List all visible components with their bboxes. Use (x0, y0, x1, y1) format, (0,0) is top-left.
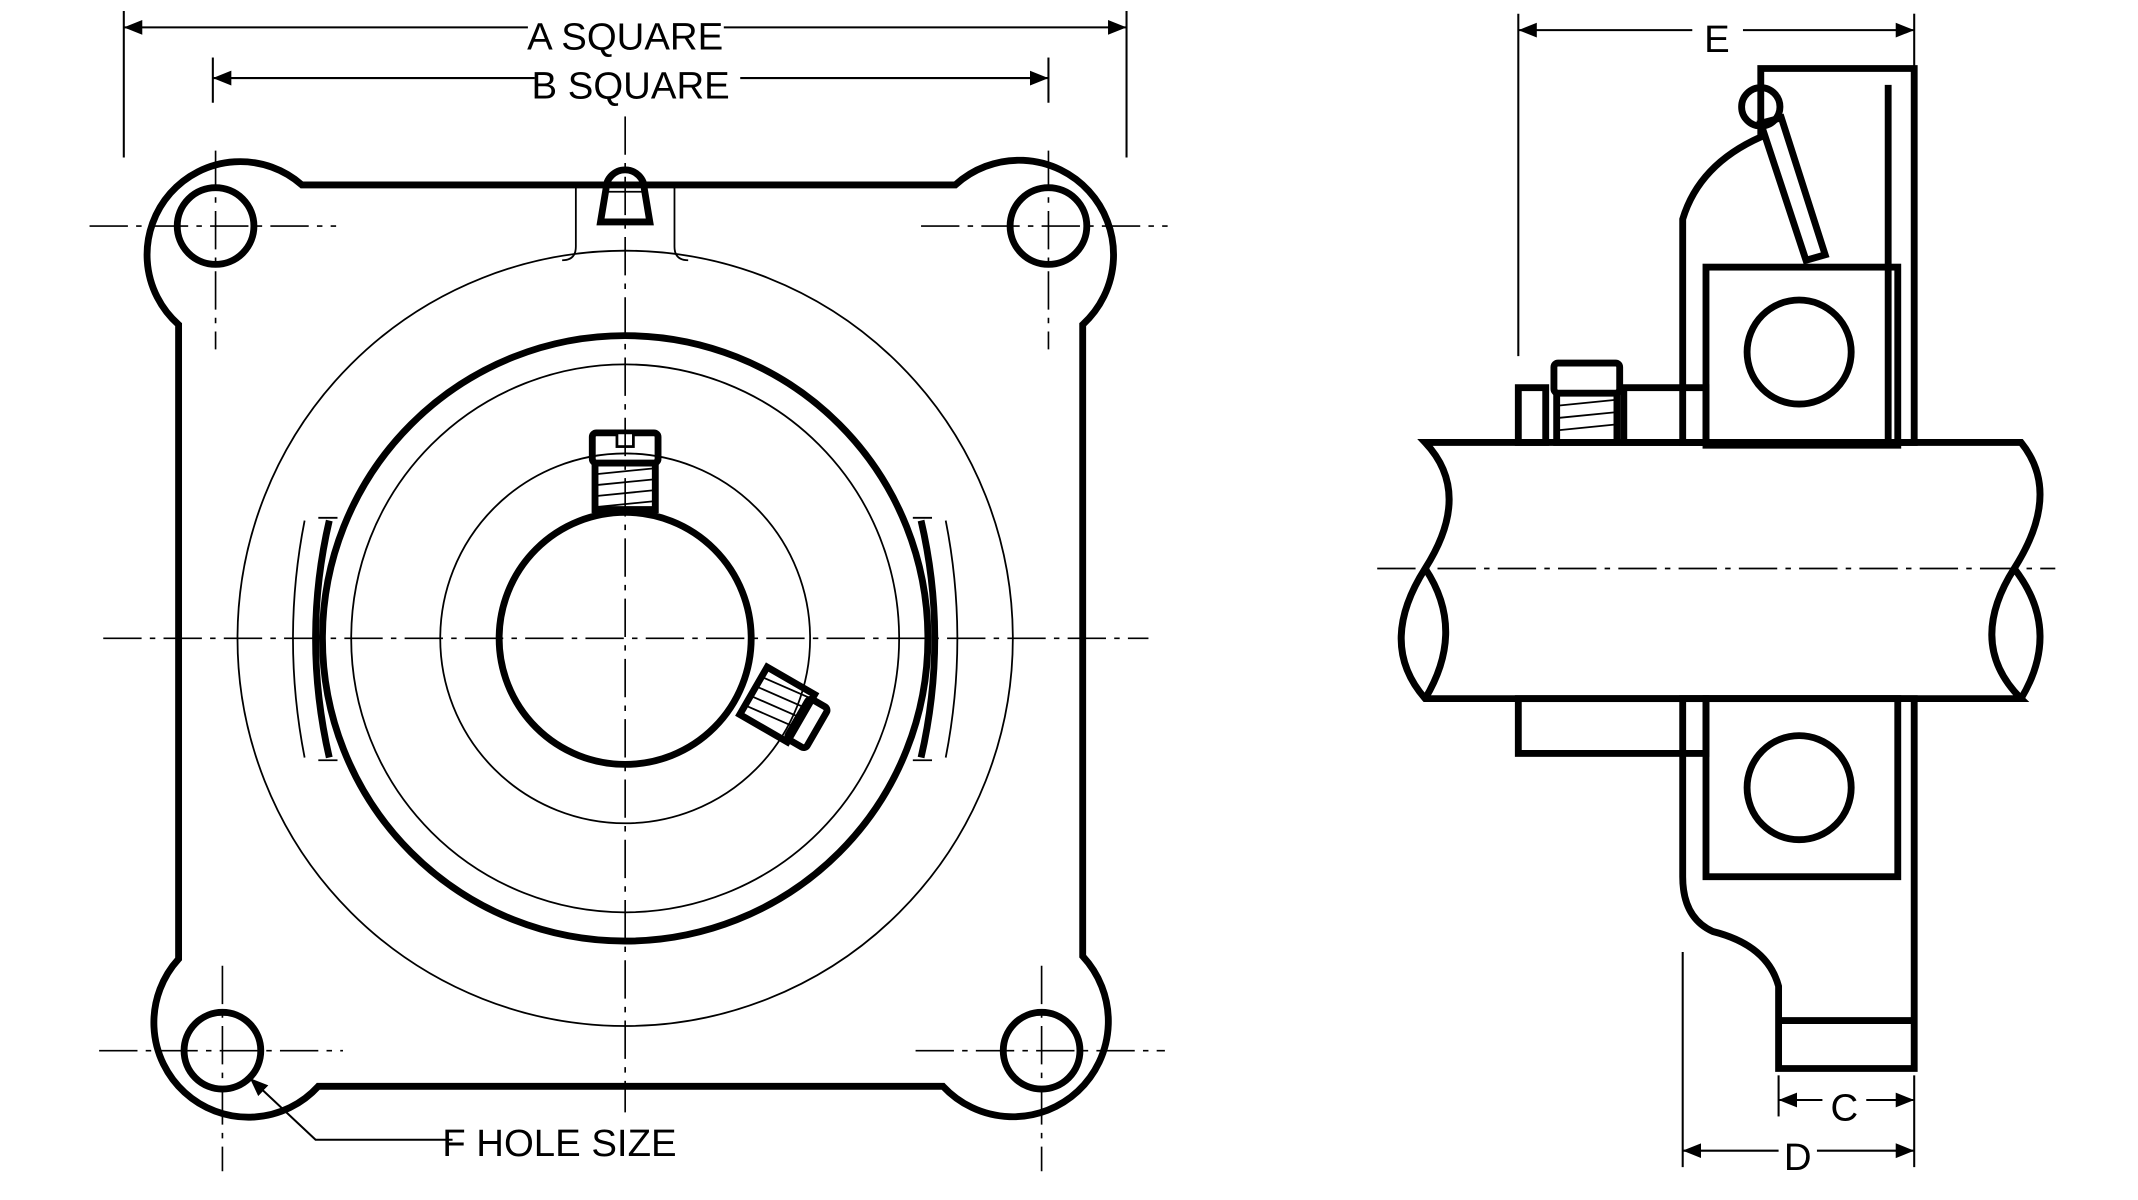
shaft (1397, 439, 2044, 703)
a-square-label: A SQUARE (527, 15, 723, 58)
center-lines (89, 116, 1168, 1172)
set-screw-icon (1550, 359, 1624, 446)
f-hole-size-label: F HOLE SIZE (442, 1122, 676, 1165)
d-label: D (1784, 1136, 1812, 1179)
c-label: C (1830, 1087, 1858, 1130)
set-screw-icon (735, 662, 831, 752)
ball (1743, 296, 1855, 408)
grease-fitting-icon (1738, 84, 1830, 265)
ball (1743, 732, 1855, 844)
e-label: E (1704, 18, 1730, 61)
locking-collar (1620, 384, 1710, 446)
housing-section (1679, 695, 1918, 1072)
b-square-label: B SQUARE (532, 65, 730, 108)
housing-section (1679, 65, 1918, 446)
top-notch (562, 184, 689, 262)
flange-outline (143, 156, 1117, 1121)
side-view: E C D (1377, 13, 2056, 1179)
front-view: A SQUARE B SQUARE F HOLE SIZE (89, 10, 1168, 1172)
locking-collar (1514, 695, 1710, 757)
